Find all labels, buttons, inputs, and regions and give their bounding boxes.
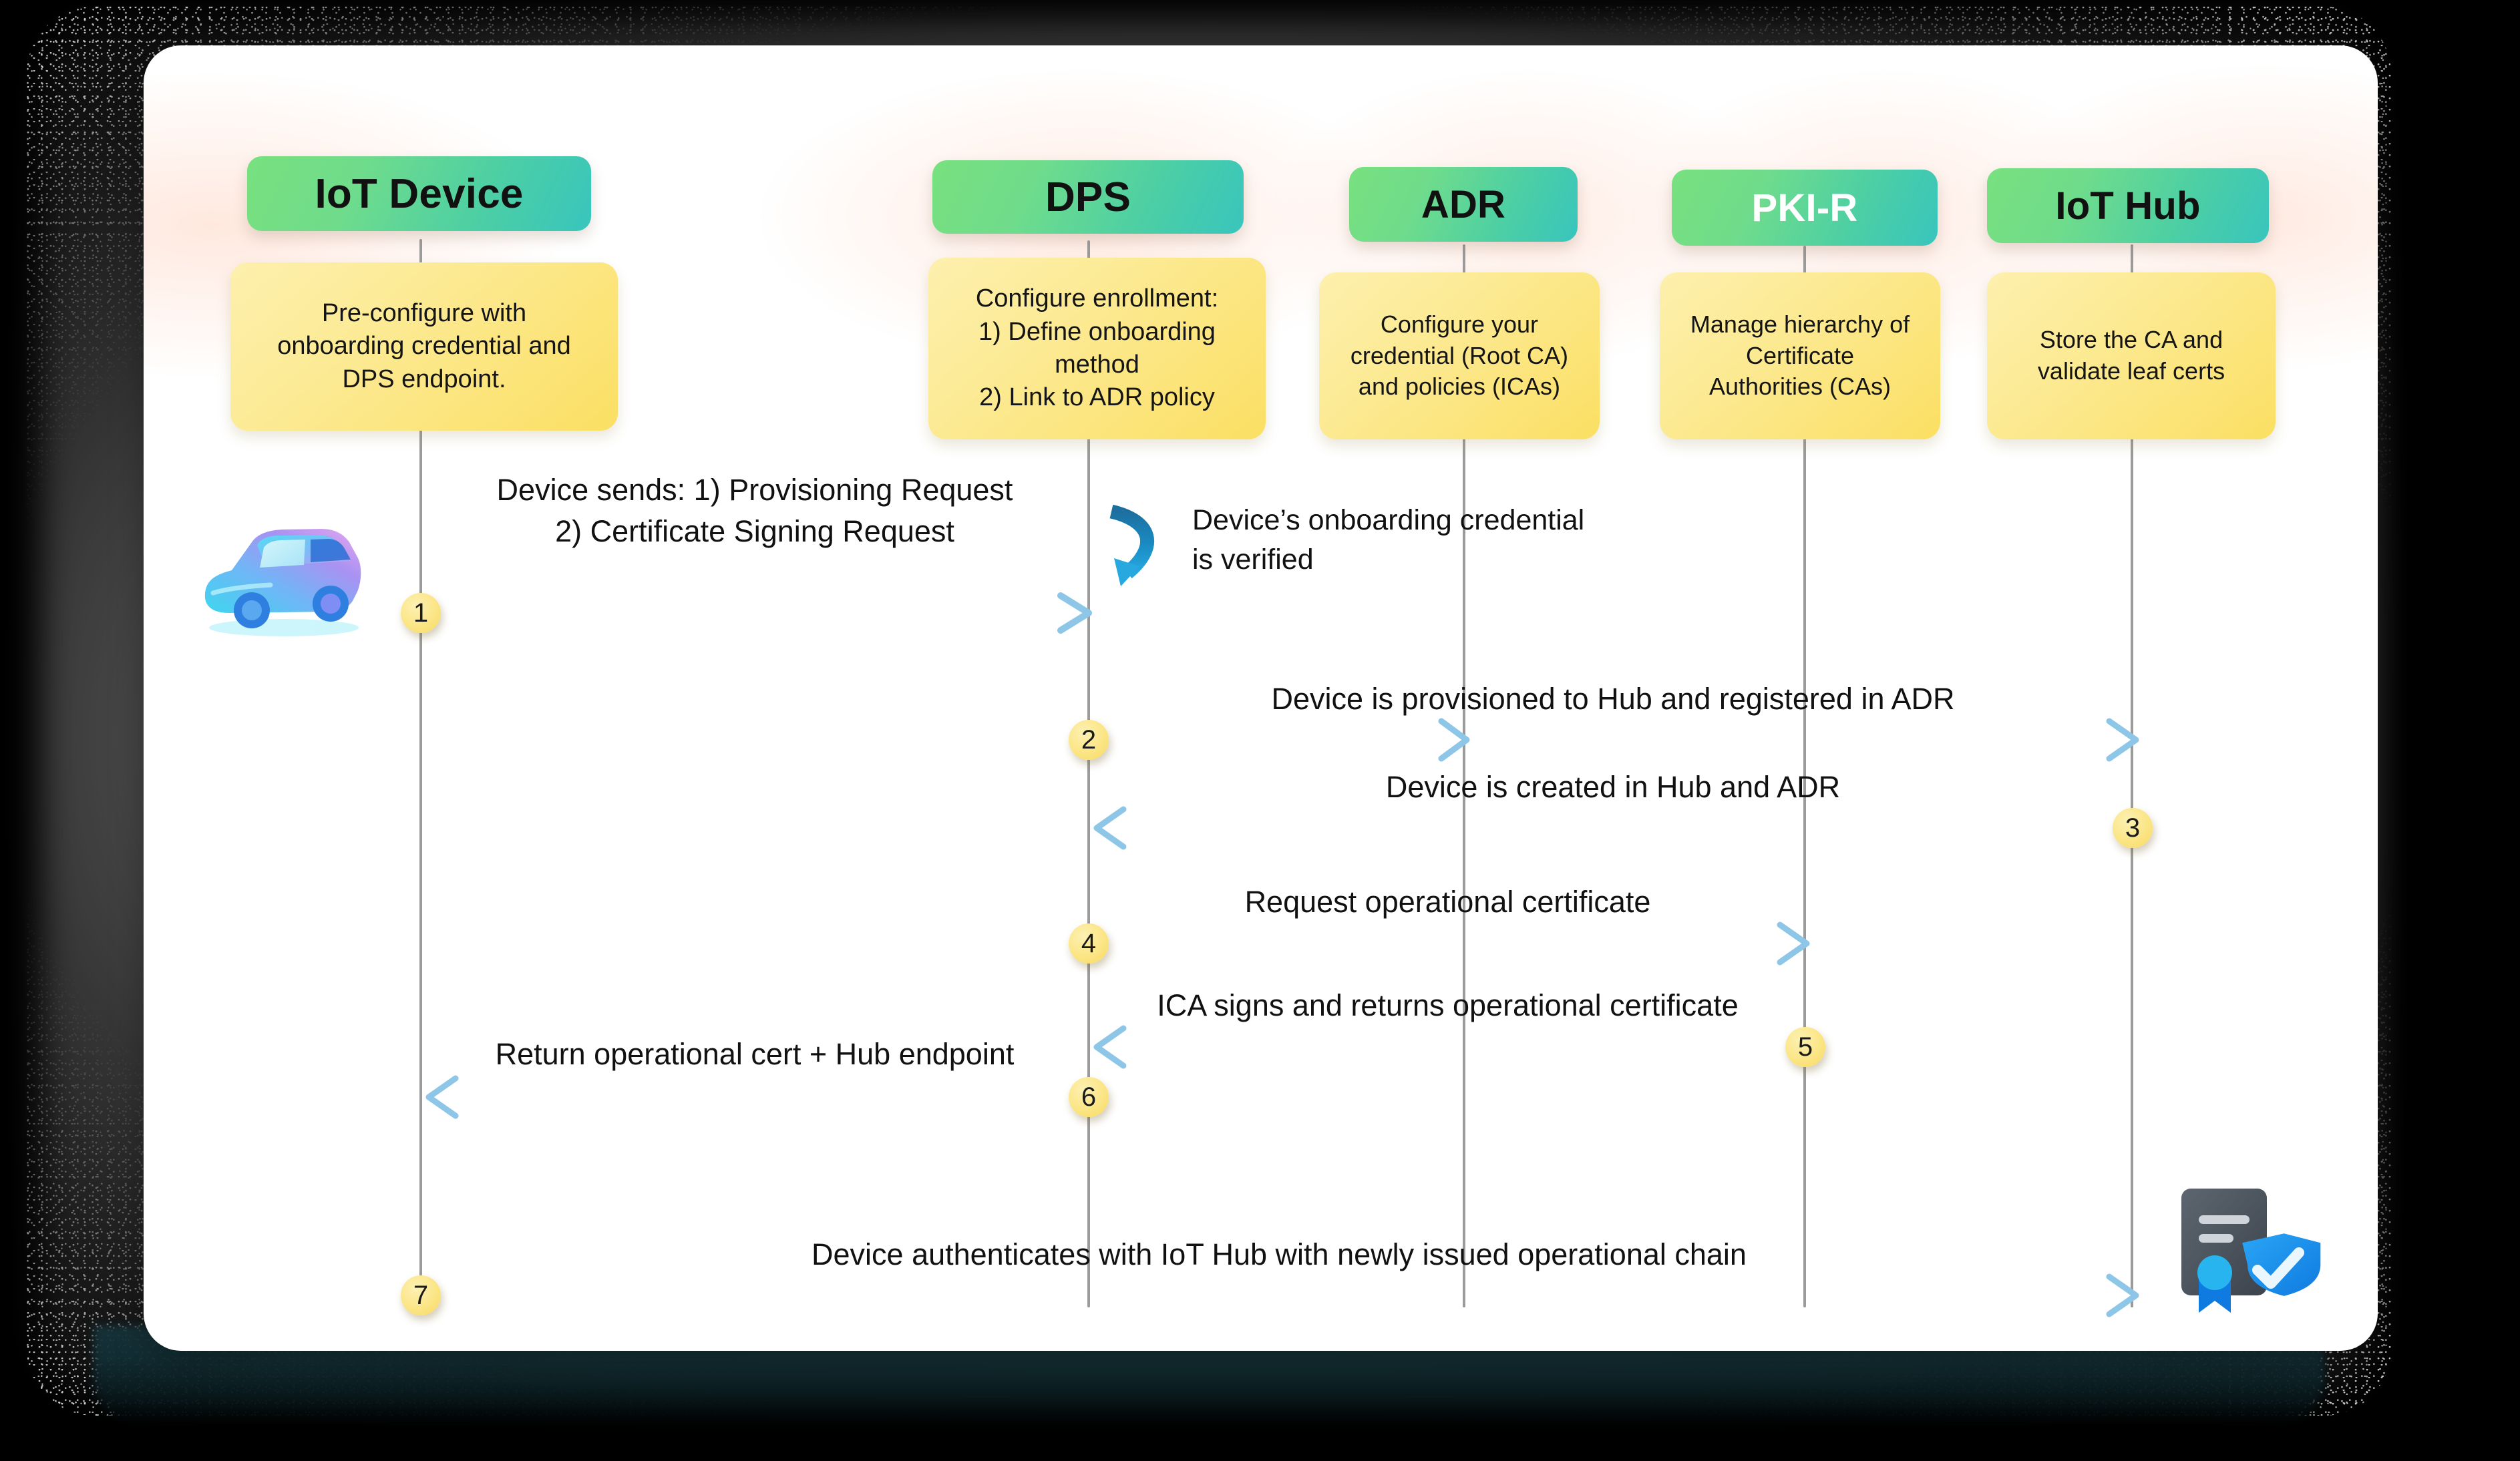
message-label-5: ICA signs and returns operational certif… — [1089, 988, 1807, 1023]
actor-label-pki-r: PKI-R — [1751, 186, 1858, 230]
note-line: onboarding credential and — [277, 332, 571, 361]
self-loop-line: is verified — [1192, 544, 1314, 576]
lifeline-iot-hub — [2131, 244, 2133, 1307]
diagram-card: IoT Device DPS ADR PKI-R IoT Hub Pre-con… — [144, 45, 2378, 1351]
note-line: Manage hierarchy of — [1690, 310, 1910, 338]
message-label-3: Device is created in Hub and ADR — [1089, 770, 2137, 805]
note-line: Pre-configure with — [321, 298, 527, 327]
actor-header-iot-device[interactable]: IoT Device — [247, 156, 591, 231]
message-arrow-2 — [1089, 718, 2139, 762]
note-adr: Configure your credential (Root CA) and … — [1319, 272, 1600, 439]
note-line: Store the CA and — [2039, 326, 2223, 354]
step-number: 7 — [413, 1280, 429, 1310]
self-loop-label-dps: Device’s onboarding credential is verifi… — [1192, 501, 1700, 580]
message-line: Device authenticates with IoT Hub with n… — [812, 1237, 1747, 1271]
note-line: credential (Root CA) — [1350, 341, 1569, 369]
message-arrow-4 — [1089, 921, 1810, 966]
note-line: DPS endpoint. — [342, 365, 506, 393]
actor-header-dps[interactable]: DPS — [932, 160, 1244, 234]
step-badge-1: 1 — [401, 593, 441, 633]
step-number: 6 — [1081, 1082, 1097, 1112]
step-number: 1 — [413, 598, 429, 628]
message-label-1: Device sends: 1) Provisioning Request 2)… — [421, 469, 1089, 552]
note-line: Configure your — [1380, 310, 1539, 338]
message-label-4: Request operational certificate — [1089, 885, 1807, 919]
certificate-shield-icon — [2157, 1161, 2338, 1314]
actor-label-iot-device: IoT Device — [315, 170, 524, 217]
actor-label-dps: DPS — [1045, 174, 1131, 220]
car-icon — [190, 513, 371, 640]
actor-label-adr: ADR — [1421, 182, 1506, 226]
note-pki-r: Manage hierarchy of Certificate Authorit… — [1660, 272, 1940, 439]
note-line: Configure enrollment: — [975, 284, 1219, 313]
note-line: Authorities (CAs) — [1708, 373, 1892, 401]
lifeline-iot-device — [419, 239, 422, 1307]
lifeline-pki-r — [1803, 246, 1806, 1307]
message-arrow-5 — [1093, 1025, 1810, 1069]
message-label-7: Device authenticates with IoT Hub with n… — [421, 1237, 2137, 1272]
message-line: Device is created in Hub and ADR — [1385, 770, 1841, 804]
lifeline-adr — [1463, 244, 1465, 1307]
message-line: Device is provisioned to Hub and registe… — [1271, 682, 1955, 716]
message-label-6: Return operational cert + Hub endpoint — [421, 1037, 1089, 1072]
actor-header-adr[interactable]: ADR — [1349, 167, 1578, 242]
note-line: Certificate — [1745, 341, 1855, 369]
step-number: 5 — [1797, 1032, 1813, 1062]
message-arrow-6 — [425, 1075, 1092, 1119]
step-number: 4 — [1081, 928, 1097, 958]
note-line: and policies (ICAs) — [1358, 373, 1561, 401]
message-line: 2) Certificate Signing Request — [555, 514, 954, 549]
step-badge-3: 3 — [2113, 808, 2153, 848]
message-label-2: Device is provisioned to Hub and registe… — [1089, 682, 2137, 716]
note-iot-device: Pre-configure with onboarding credential… — [230, 262, 618, 431]
note-line: validate leaf certs — [2037, 357, 2225, 385]
step-badge-2: 2 — [1069, 720, 1109, 760]
actor-label-iot-hub: IoT Hub — [2055, 184, 2201, 228]
note-line: method — [1055, 351, 1139, 379]
step-badge-7: 7 — [401, 1275, 441, 1315]
step-badge-5: 5 — [1785, 1027, 1825, 1067]
note-dps: Configure enrollment: 1) Define onboardi… — [928, 258, 1266, 439]
message-arrow-1 — [421, 592, 1092, 634]
note-iot-hub: Store the CA and validate leaf certs — [1987, 272, 2276, 439]
lifeline-dps — [1087, 240, 1090, 1307]
message-arrow-7 — [421, 1273, 2139, 1317]
message-line: Return operational cert + Hub endpoint — [495, 1037, 1015, 1071]
step-number: 2 — [1081, 724, 1097, 755]
actor-header-pki-r[interactable]: PKI-R — [1672, 170, 1938, 246]
message-line: ICA signs and returns operational certif… — [1157, 988, 1739, 1022]
self-loop-arrow-dps — [1102, 504, 1176, 592]
step-number: 3 — [2125, 813, 2141, 843]
message-line: Device sends: 1) Provisioning Request — [496, 473, 1013, 507]
message-arrow-3 — [1093, 806, 2137, 850]
message-line: Request operational certificate — [1244, 885, 1651, 919]
step-badge-6: 6 — [1069, 1077, 1109, 1117]
note-line: 2) Link to ADR policy — [979, 383, 1215, 412]
actor-header-iot-hub[interactable]: IoT Hub — [1987, 168, 2269, 243]
note-line: 1) Define onboarding — [978, 317, 1216, 346]
step-badge-4: 4 — [1069, 923, 1109, 964]
self-loop-line: Device’s onboarding credential — [1192, 504, 1585, 536]
